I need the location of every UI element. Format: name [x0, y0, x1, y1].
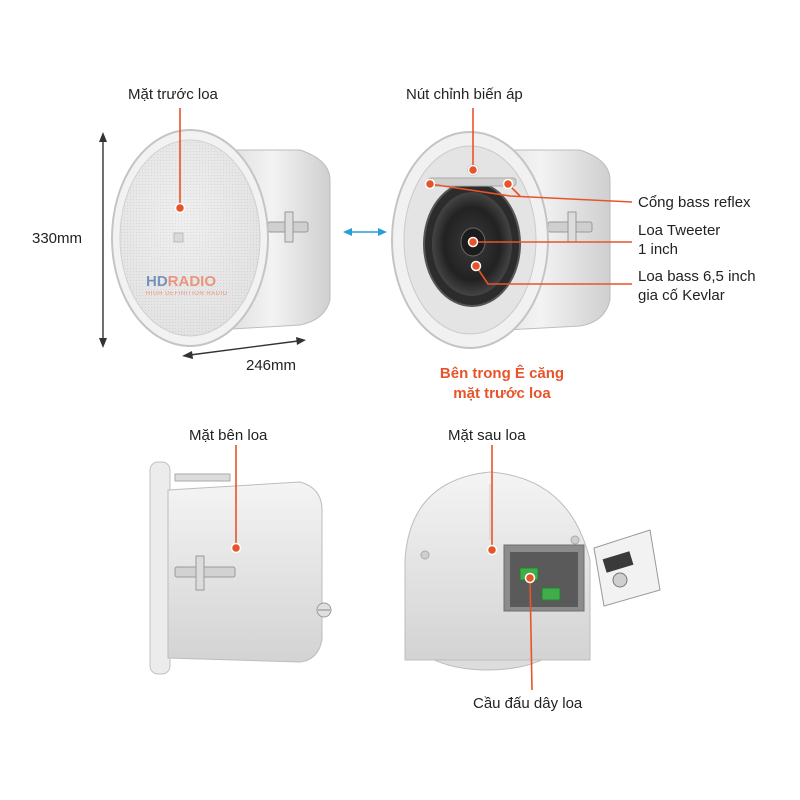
callout-front-face — [174, 108, 186, 214]
watermark-brand-prefix: HD — [146, 273, 168, 290]
spec-label — [602, 551, 634, 573]
side-bezel — [149, 461, 171, 675]
terminal-block-icon — [541, 587, 561, 601]
label-rear-face: Mặt sau loa — [448, 427, 526, 444]
side-enclosure — [167, 481, 323, 663]
callout-terminal — [524, 572, 536, 691]
label-woofer-line1: Loa bass 6,5 inch — [638, 268, 756, 285]
note-line1: Bên trong Ê căng — [439, 365, 565, 382]
callout-rear-face — [486, 445, 498, 556]
terminal-cover — [593, 529, 661, 607]
callout-side-face — [230, 445, 242, 554]
label-height-dimension: 330mm — [32, 230, 83, 247]
label-terminal: Cầu đấu dây loa — [473, 695, 583, 712]
callout-transformer-knob — [467, 108, 479, 176]
callout-dot — [424, 178, 436, 190]
label-side-face: Mặt bên loa — [189, 427, 268, 444]
callout-woofer — [470, 260, 632, 285]
height-dimension — [99, 132, 107, 348]
callout-bass-reflex — [424, 178, 633, 203]
watermark-logo: HDRADIO HIGH DEFINITION RADIO — [146, 273, 228, 297]
callout-dot — [486, 544, 498, 556]
inside-view-speaker — [391, 131, 611, 349]
label-front-face: Mặt trước loa — [128, 86, 218, 103]
width-dimension — [182, 337, 306, 359]
logo-badge — [173, 232, 184, 243]
watermark-tagline: HIGH DEFINITION RADIO — [146, 291, 228, 297]
callout-dot — [524, 572, 536, 584]
callout-dot — [470, 260, 482, 272]
mounting-clamp — [174, 566, 236, 578]
label-woofer-line2: gia cố Kevlar — [638, 287, 725, 304]
callout-dot — [174, 202, 186, 214]
side-view-speaker — [149, 461, 332, 675]
label-transformer-knob: Nút chỉnh biến áp — [406, 86, 523, 103]
bass-reflex-port — [427, 177, 517, 187]
front-view-speaker — [111, 129, 331, 347]
callout-dot — [230, 542, 242, 554]
callout-dot — [502, 178, 514, 190]
rear-enclosure — [404, 471, 591, 661]
note-line2: mặt trước loa — [453, 385, 551, 402]
watermark-brand-suffix: RADIO — [167, 273, 217, 290]
label-tweeter-line2: 1 inch — [638, 241, 679, 258]
callout-dot — [467, 236, 479, 248]
label-width-dimension: 246mm — [246, 357, 297, 374]
label-tweeter-line1: Loa Tweeter — [638, 222, 721, 239]
note-inside-grille: Bên trong Ê căng mặt trước loa — [440, 364, 564, 404]
rear-view-speaker — [404, 471, 661, 671]
label-bass-reflex: Cổng bass reflex — [638, 194, 751, 211]
callout-dot — [467, 164, 479, 176]
callout-tweeter — [467, 236, 632, 248]
double-arrow-icon — [343, 228, 387, 236]
